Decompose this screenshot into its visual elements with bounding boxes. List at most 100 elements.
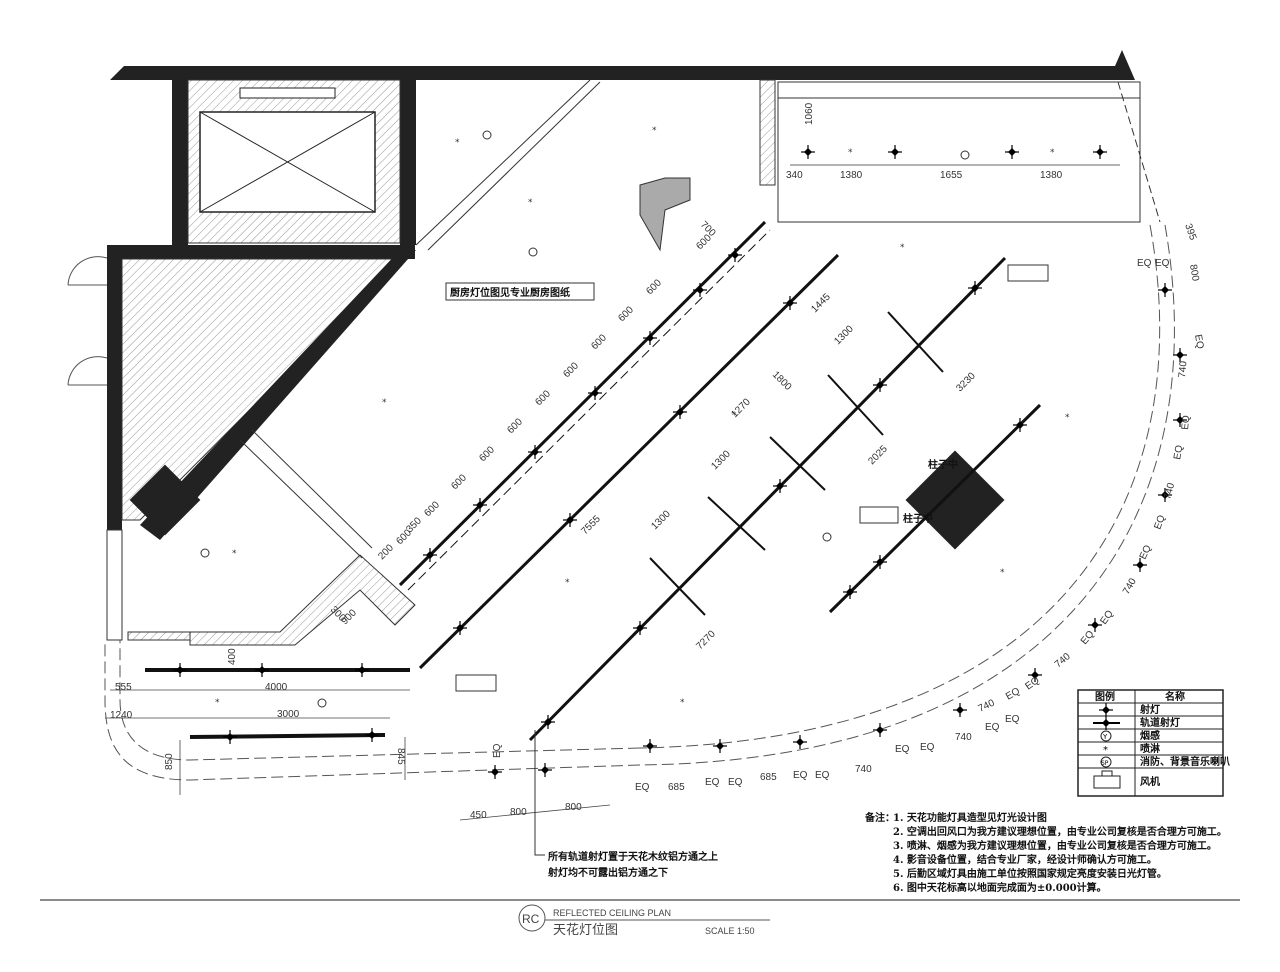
dimension-label: EQ — [793, 770, 808, 781]
dimension-label: 3230 — [954, 370, 978, 394]
dimension-label: 740 — [977, 698, 997, 715]
dimension-label: 1300 — [709, 448, 733, 472]
dimension-label: EQ — [1180, 415, 1192, 431]
dimension-label: 740 — [1177, 360, 1189, 378]
speaker-icon: SP — [1100, 756, 1112, 768]
dimension-label: 740 — [855, 764, 872, 775]
dimension-label: 600 — [533, 388, 553, 408]
svg-text:*: * — [565, 578, 570, 588]
left-structure — [67, 245, 416, 641]
dimension-label: 600 — [505, 416, 525, 436]
svg-text:*: * — [1000, 568, 1005, 578]
dimension-label: EQ — [1098, 608, 1115, 626]
dimension-label: 1655 — [940, 170, 963, 181]
dimension-label: 450 — [470, 810, 487, 821]
dimension-label: 轨道射灯 — [1140, 716, 1180, 729]
dimension-label: EQ — [920, 742, 935, 753]
svg-text:*: * — [528, 198, 533, 208]
dimension-label: EQ — [1155, 258, 1170, 269]
note-leader — [534, 730, 545, 856]
dimension-label: 1. 天花功能灯具造型见灯光设计图 — [893, 811, 1047, 824]
partition-walls — [127, 79, 691, 646]
legend-table: 图例 名称 Y * SP 射灯 轨道射灯 烟感 喷淋 消防、背景音乐喇叭 风机 — [1077, 689, 1230, 797]
dimension-label: 2025 — [866, 443, 890, 467]
dimension-label: 1270 — [729, 396, 753, 420]
smoke-detectors — [200, 130, 970, 708]
dimension-label: 1300 — [649, 508, 673, 532]
dimension-label: EQ — [1004, 686, 1022, 703]
scale-label: SCALE 1:50 — [705, 926, 755, 936]
svg-text:*: * — [232, 549, 237, 559]
svg-text:*: * — [1065, 413, 1070, 423]
dimension-label: 备注： — [864, 811, 895, 824]
dimension-label: 800 — [510, 807, 527, 818]
dimension-label: 2. 空调出回风口为我方建议理想位置，由专业公司复核是否合理方可施工。 — [893, 825, 1227, 838]
dimension-label: 400 — [227, 648, 238, 665]
dimension-label: 600 — [616, 304, 636, 324]
dimension-label: 消防、背景音乐喇叭 — [1140, 755, 1230, 768]
dimension-label: 600 — [422, 499, 442, 519]
dimension-label: EQ — [728, 777, 743, 788]
dimension-label: 395 — [1182, 222, 1198, 242]
dimension-label: 600 — [449, 472, 469, 492]
top-room-lights — [800, 144, 1108, 160]
dimension-label: 845 — [395, 748, 406, 765]
track-spotlight-icon — [1093, 715, 1120, 731]
dimension-label: 1240 — [110, 710, 133, 721]
svg-text:*: * — [215, 698, 220, 708]
dimension-label: 740 — [1121, 576, 1139, 596]
dimension-label: Y — [1102, 733, 1108, 741]
fan-units — [455, 264, 1049, 692]
track-note-line2: 射灯均不可露出铝方通之下 — [547, 866, 668, 879]
dimension-label: 1800 — [770, 369, 794, 393]
dimension-label: 740 — [1053, 651, 1073, 670]
svg-text:*: * — [680, 698, 685, 708]
svg-text:*: * — [1050, 148, 1055, 158]
dimension-label: EQ — [635, 782, 650, 793]
dimension-label: 4. 影音设备位置，结合专业厂家，经设计师确认方可施工。 — [893, 853, 1157, 866]
dimension-label: EQ — [895, 744, 910, 755]
dimension-label: 3. 喷淋、烟感为我方建议理想位置，由专业公司复核是否合理方可施工。 — [893, 839, 1217, 852]
dimension-label: EQ — [1138, 543, 1154, 561]
column-label: 柱子中 — [928, 458, 958, 471]
sprinklers: ************** — [215, 126, 1070, 708]
dimension-label: 555 — [115, 682, 132, 693]
title-badge: RC — [522, 912, 540, 926]
dimension-label: 喷淋 — [1140, 742, 1160, 755]
smoke-detector-icon: Y — [1100, 730, 1112, 742]
dimension-label: 3000 — [277, 709, 300, 720]
dimension-label: 800 — [565, 802, 582, 813]
legend-header-symbol: 图例 — [1095, 690, 1115, 703]
dimension-label: EQ — [1172, 444, 1185, 460]
svg-text:*: * — [455, 138, 460, 148]
dimension-label: EQ — [1005, 714, 1020, 725]
dimension-label: 烟感 — [1140, 729, 1160, 742]
dimension-label: 风机 — [1140, 775, 1160, 788]
fan-icon — [1093, 770, 1121, 789]
dimension-label: EQ — [815, 770, 830, 781]
kitchen-note: 厨房灯位图见专业厨房图纸 — [450, 286, 570, 299]
column-label: 柱子中 — [903, 512, 933, 525]
column — [905, 450, 1005, 550]
dimension-label: EQ — [1152, 513, 1167, 531]
dimension-label: 600 — [477, 444, 497, 464]
dimension-label: EQ — [492, 743, 503, 758]
dimension-label: 6. 图中天花标高以地面完成面为±0.000计算。 — [893, 881, 1107, 894]
top-right-room — [759, 79, 1161, 223]
dimension-label: 600 — [644, 277, 664, 297]
dimension-label: 200 — [376, 542, 396, 562]
dimension-label: 850 — [164, 753, 175, 770]
dimension-label: EQ — [705, 777, 720, 788]
top-wall — [110, 50, 1135, 80]
dimension-label: 685 — [668, 782, 685, 793]
dimension-label: 685 — [760, 772, 777, 783]
dimension-label: EQ — [1023, 675, 1041, 692]
dimension-label: 射灯 — [1139, 703, 1160, 716]
dimension-label: 600 — [561, 360, 581, 380]
svg-text:*: * — [382, 398, 387, 408]
title-en: REFLECTED CEILING PLAN — [553, 908, 671, 918]
dimension-label: 740 — [955, 732, 972, 743]
dimension-label: EQ — [1137, 258, 1152, 269]
dimension-label: 1380 — [840, 170, 863, 181]
